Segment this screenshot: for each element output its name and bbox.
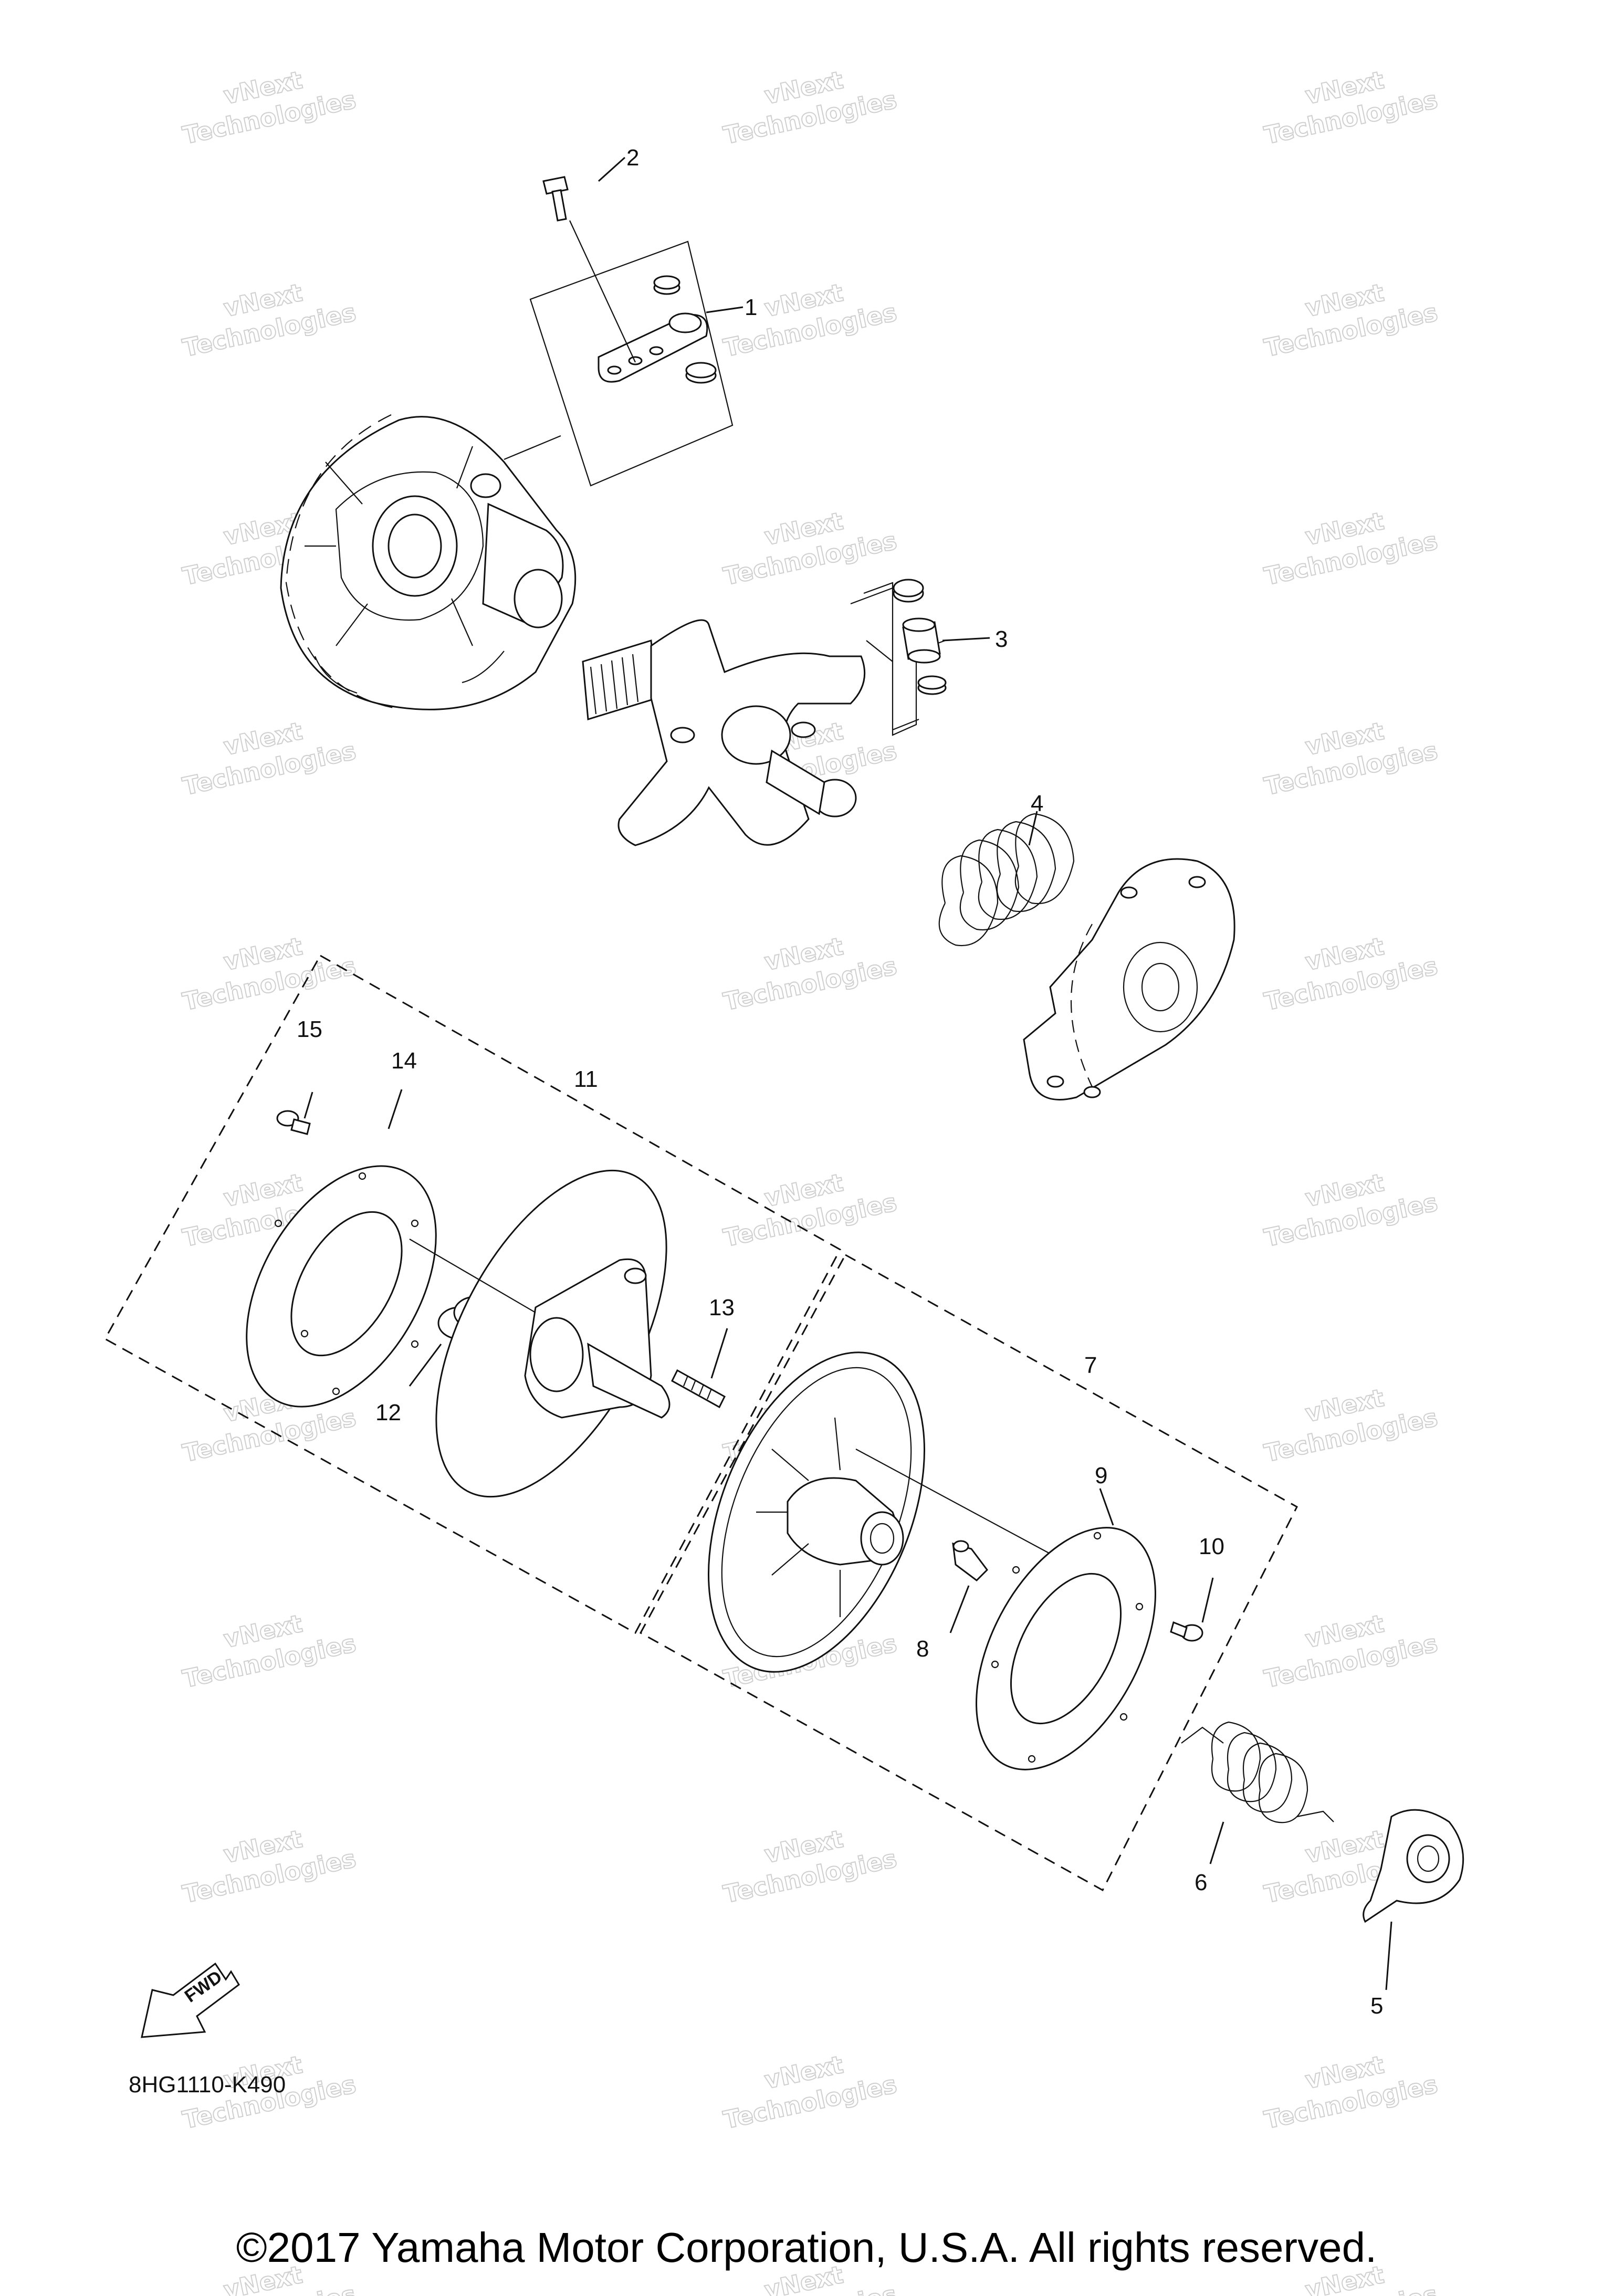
- fwd-arrow-icon: FWD: [141, 1962, 240, 2038]
- screw-part-15: [276, 1092, 313, 1135]
- group-7-outline: [639, 1253, 1298, 1892]
- callout-13: 13: [709, 1295, 735, 1320]
- watermark-text: vNextTechnologies: [174, 1599, 358, 1693]
- watermark-text: vNextTechnologies: [1255, 1599, 1440, 1693]
- bushing-part-3: [850, 579, 990, 736]
- plate-part-9: [976, 1488, 1156, 1770]
- callout-15: 15: [297, 1016, 322, 1042]
- watermark-text: vNextTechnologies: [1255, 707, 1440, 801]
- spring-seat-cover: [1023, 858, 1235, 1100]
- watermark-text: vNextTechnologies: [715, 268, 899, 362]
- watermark-text: vNextTechnologies: [1255, 1374, 1440, 1467]
- bolt-part-2: [542, 156, 626, 222]
- group-11-outline: [103, 954, 842, 1634]
- callout-14: 14: [391, 1048, 417, 1074]
- watermark-text: vNextTechnologies: [174, 56, 358, 150]
- callout-5: 5: [1370, 1993, 1383, 2019]
- stud-part-13: [671, 1328, 728, 1409]
- watermark-text: vNextTechnologies: [715, 56, 899, 150]
- watermark-text: vNextTechnologies: [174, 922, 358, 1016]
- fixed-sheave-housing: [280, 414, 577, 710]
- watermark-text: vNextTechnologies: [1255, 922, 1440, 1016]
- spring-part-6: [1181, 1721, 1334, 1864]
- callout-4: 4: [1031, 791, 1043, 816]
- callout-9: 9: [1095, 1463, 1107, 1488]
- watermark-text: vNextTechnologies: [174, 1815, 358, 1909]
- watermark-text: vNextTechnologies: [1255, 268, 1440, 362]
- watermark-text: vNextTechnologies: [1255, 497, 1440, 591]
- watermark-text: vNextTechnologies: [1255, 1158, 1440, 1252]
- watermark-text: vNextTechnologies: [715, 1158, 899, 1252]
- callout-6: 6: [1195, 1870, 1207, 1895]
- movable-sheave-part-7: [708, 1351, 1061, 1673]
- watermark-text: vNextTechnologies: [715, 922, 899, 1016]
- plate-part-14: [246, 1089, 437, 1408]
- watermark-text: vNextTechnologies: [174, 707, 358, 801]
- watermark-text: vNextTechnologies: [1255, 56, 1440, 150]
- watermark-text: vNextTechnologies: [174, 268, 358, 362]
- watermark-text: vNextTechnologies: [715, 497, 899, 591]
- cam-part-5: [1363, 1809, 1464, 1990]
- spider-hub: [582, 619, 893, 846]
- slider-part-8: [949, 1540, 988, 1633]
- callout-1: 1: [745, 295, 757, 320]
- callout-3: 3: [995, 626, 1008, 652]
- callout-7: 7: [1084, 1353, 1097, 1378]
- callout-10: 10: [1199, 1534, 1224, 1559]
- callout-2: 2: [626, 145, 639, 171]
- screw-part-10: [1170, 1577, 1214, 1642]
- sheave-part-11: [409, 1169, 671, 1498]
- watermark-text: vNextTechnologies: [715, 2040, 899, 2134]
- callout-12: 12: [375, 1400, 401, 1425]
- drawing-code: 8HG1110-K490: [129, 2072, 286, 2098]
- watermark-text: vNextTechnologies: [1255, 2040, 1440, 2134]
- callout-11: 11: [574, 1066, 598, 1092]
- watermark-text: vNextTechnologies: [715, 1815, 899, 1909]
- callout-8: 8: [916, 1636, 929, 1662]
- copyright-notice: ©2017 Yamaha Motor Corporation, U.S.A. A…: [236, 2224, 1377, 2271]
- arm-part-1: [504, 220, 743, 487]
- spring-part-4: [938, 811, 1075, 947]
